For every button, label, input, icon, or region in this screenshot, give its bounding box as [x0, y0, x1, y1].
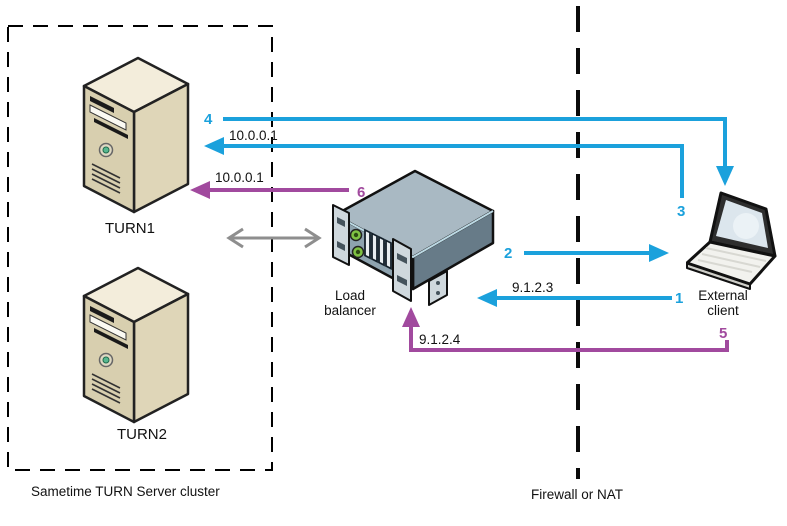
flow-5-ip-label: 9.1.2.4: [419, 332, 461, 347]
turn1-label: TURN1: [104, 220, 155, 237]
flow-1-arrow: [477, 289, 672, 307]
flow-3-step-label: 3: [677, 203, 685, 220]
flow-6-ip-label: 10.0.0.1: [215, 170, 264, 185]
flow-2-arrow: [524, 244, 669, 262]
cluster-label: Sametime TURN Server cluster: [31, 484, 220, 499]
flow-1-ip-label: 9.1.2.3: [512, 280, 553, 295]
turn2-label: TURN2: [116, 426, 167, 443]
turn1-loadbalancer-link: [226, 227, 322, 249]
flow-2-step-label: 2: [504, 245, 512, 262]
external-client-label: External client: [698, 288, 748, 318]
external-client-laptop-icon: [685, 186, 781, 295]
firewall-label: Firewall or NAT: [531, 487, 624, 502]
turn2-server-icon: [68, 254, 203, 434]
turn1-server-icon: [68, 44, 203, 224]
flow-3-ip-label: 10.0.0.1: [229, 128, 278, 143]
flow-4-step-label: 4: [204, 111, 213, 128]
load-balancer-label: Load balancer: [324, 288, 376, 318]
flow-5-step-label: 5: [719, 325, 727, 342]
